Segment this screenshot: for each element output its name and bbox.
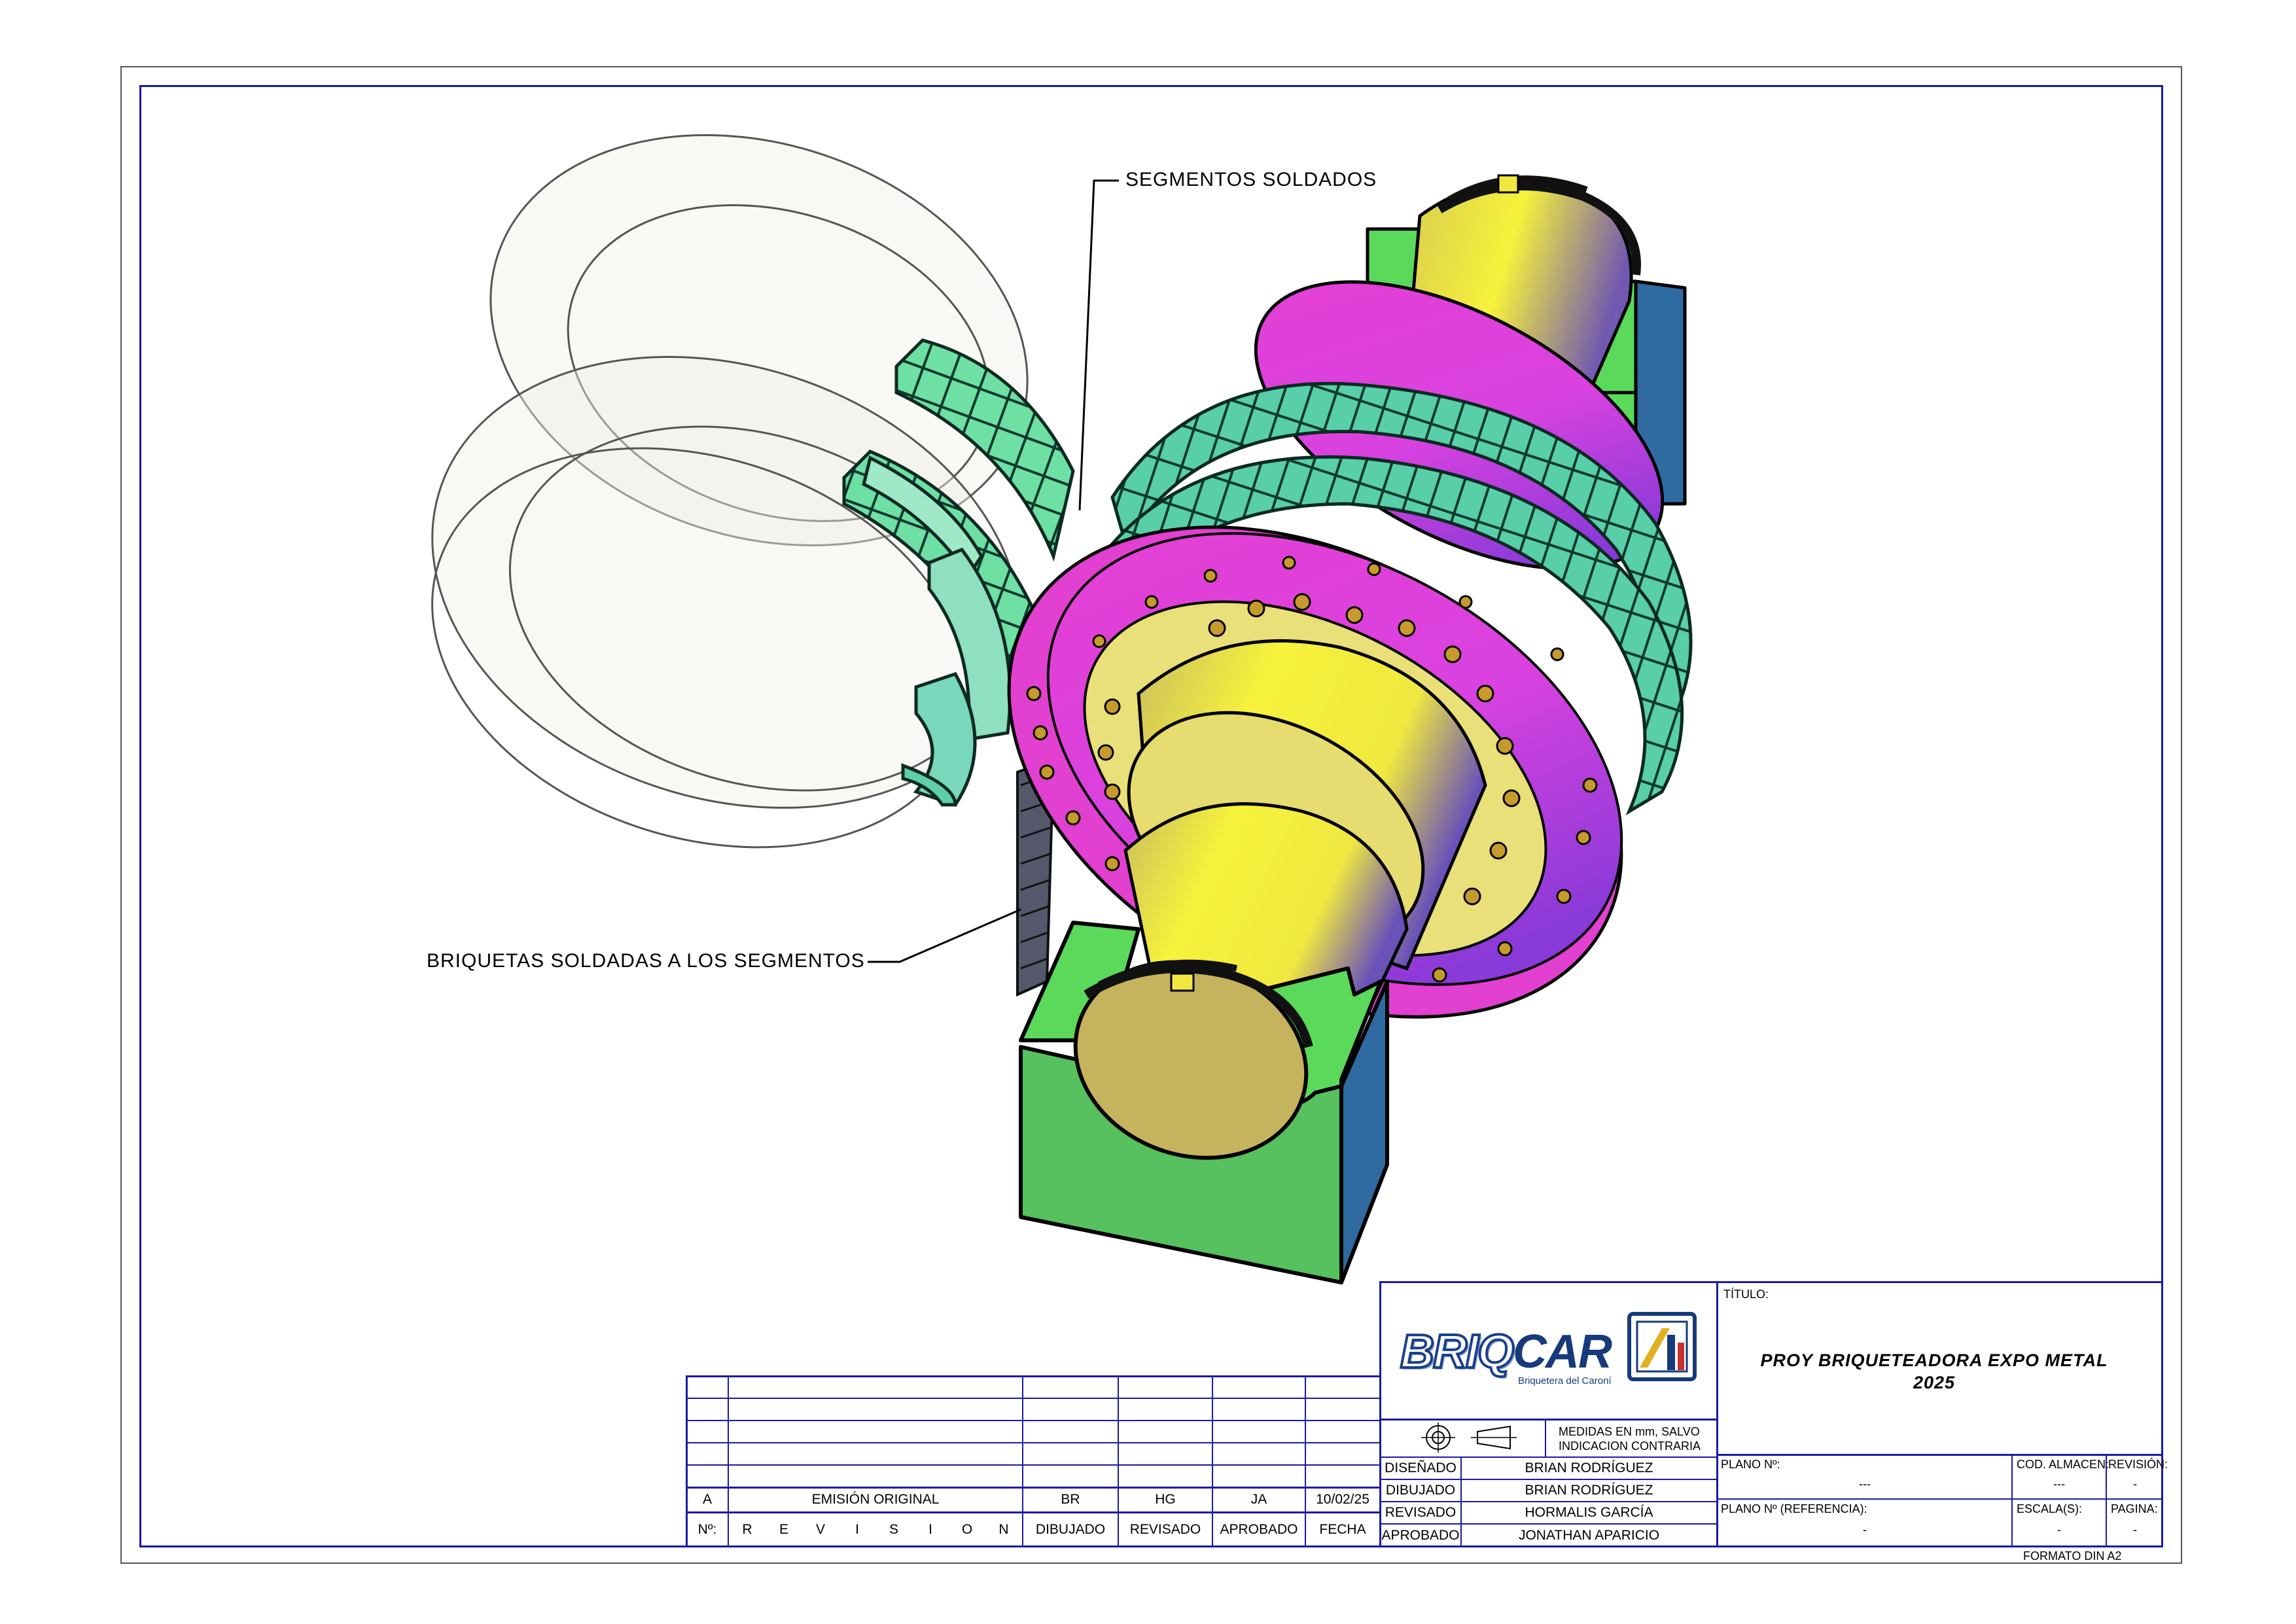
rev-letter: A xyxy=(702,1492,712,1507)
role-dibujado-name: BRIAN RODRÍGUEZ xyxy=(1525,1483,1653,1498)
header-revision: R E V I S I O N xyxy=(729,1513,1022,1546)
header-revision-letter: I xyxy=(855,1522,859,1537)
header-revision-letter: E xyxy=(779,1522,788,1537)
role-aprobado-name: JONATHAN APARICIO xyxy=(1518,1528,1660,1543)
plano-value: --- xyxy=(1859,1477,1871,1491)
logo-tagline: Briquetera del Caroní xyxy=(1518,1375,1612,1386)
transparent-shells xyxy=(431,134,1029,849)
drawing-title-line1: PROY BRIQUETEADORA EXPO METAL xyxy=(1760,1350,2108,1370)
header-revisado: REVISADO xyxy=(1129,1522,1201,1537)
plano-label: PLANO Nº: xyxy=(1721,1458,1780,1471)
plano-ref-value: - xyxy=(1863,1523,1867,1536)
header-revision-letter: V xyxy=(815,1522,825,1537)
plano-ref-label: PLANO Nº (REFERENCIA): xyxy=(1721,1502,1867,1515)
briqcar-logo: BRIQCAR Briquetera del Caroní xyxy=(1399,1302,1701,1400)
rev-aprobado: JA xyxy=(1250,1492,1267,1507)
leader-lines xyxy=(868,179,1119,963)
cod-almacen-label: COD. ALMACEN: xyxy=(2017,1458,2110,1471)
logo-brand-b: CAR xyxy=(1513,1326,1612,1378)
header-revision-letter: O xyxy=(961,1522,973,1537)
pagina-label: PAGINA: xyxy=(2111,1502,2158,1515)
role-disenado-label: DISEÑADO xyxy=(1385,1460,1457,1475)
header-dibujado: DIBUJADO xyxy=(1035,1522,1106,1537)
titulo-label: TÍTULO: xyxy=(1723,1288,1769,1301)
rev-revisado: HG xyxy=(1155,1492,1176,1507)
header-num: Nº: xyxy=(698,1522,717,1537)
rev-dibujado: BR xyxy=(1061,1492,1080,1507)
header-aprobado: APROBADO xyxy=(1220,1522,1298,1537)
cod-almacen-value: --- xyxy=(2053,1477,2065,1491)
header-revision-letter: R xyxy=(742,1522,752,1537)
segment-ring xyxy=(1078,381,1693,816)
drawing-title: PROY BRIQUETEADORA EXPO METAL 2025 xyxy=(1718,1349,2150,1394)
role-aprobado-label: APROBADO xyxy=(1381,1528,1460,1543)
drawing-title-line2: 2025 xyxy=(1913,1373,1956,1392)
role-dibujado-label: DIBUJADO xyxy=(1385,1483,1456,1498)
role-revisado-label: REVISADO xyxy=(1385,1505,1457,1520)
logo-brand-a: BRIQ xyxy=(1399,1324,1515,1379)
rev-fecha: 10/02/25 xyxy=(1316,1492,1369,1507)
formato-label: FORMATO DIN A2 xyxy=(2023,1549,2122,1562)
escala-label: ESCALA(S): xyxy=(2017,1502,2083,1515)
label-briquetas-soldadas: BRIQUETAS SOLDADAS A LOS SEGMENTOS xyxy=(427,950,865,972)
first-angle-projection-icon xyxy=(1421,1422,1517,1453)
flange-bolt-holes xyxy=(1026,556,1598,989)
front-shaft-end xyxy=(1073,959,1313,1160)
logo-graphic xyxy=(1627,1312,1697,1381)
rev-description: EMISIÓN ORIGINAL xyxy=(811,1492,940,1507)
left-segments xyxy=(842,338,1075,807)
units-note-line1: MEDIDAS EN mm, SALVO xyxy=(1559,1425,1700,1438)
sheet-outer-border xyxy=(120,66,2182,1564)
units-note-line2: INDICACION CONTRARIA xyxy=(1559,1439,1701,1453)
sheet-inner-border xyxy=(139,85,2163,1547)
projection-symbol xyxy=(1412,1421,1536,1454)
role-disenado-name: BRIAN RODRÍGUEZ xyxy=(1525,1460,1653,1475)
header-revision-letter: S xyxy=(889,1522,898,1537)
header-revision-letter: N xyxy=(998,1522,1009,1537)
role-revisado-name: HORMALIS GARCÍA xyxy=(1525,1505,1653,1520)
revision-label: REVISIÓN: xyxy=(2108,1458,2168,1471)
header-revision-letter: I xyxy=(928,1522,932,1537)
revision-value: - xyxy=(2133,1477,2137,1491)
header-fecha: FECHA xyxy=(1319,1522,1366,1537)
escala-value: - xyxy=(2057,1523,2061,1536)
pagina-value: - xyxy=(2133,1523,2137,1536)
label-segmentos-soldados: SEGMENTOS SOLDADOS xyxy=(1125,169,1377,190)
